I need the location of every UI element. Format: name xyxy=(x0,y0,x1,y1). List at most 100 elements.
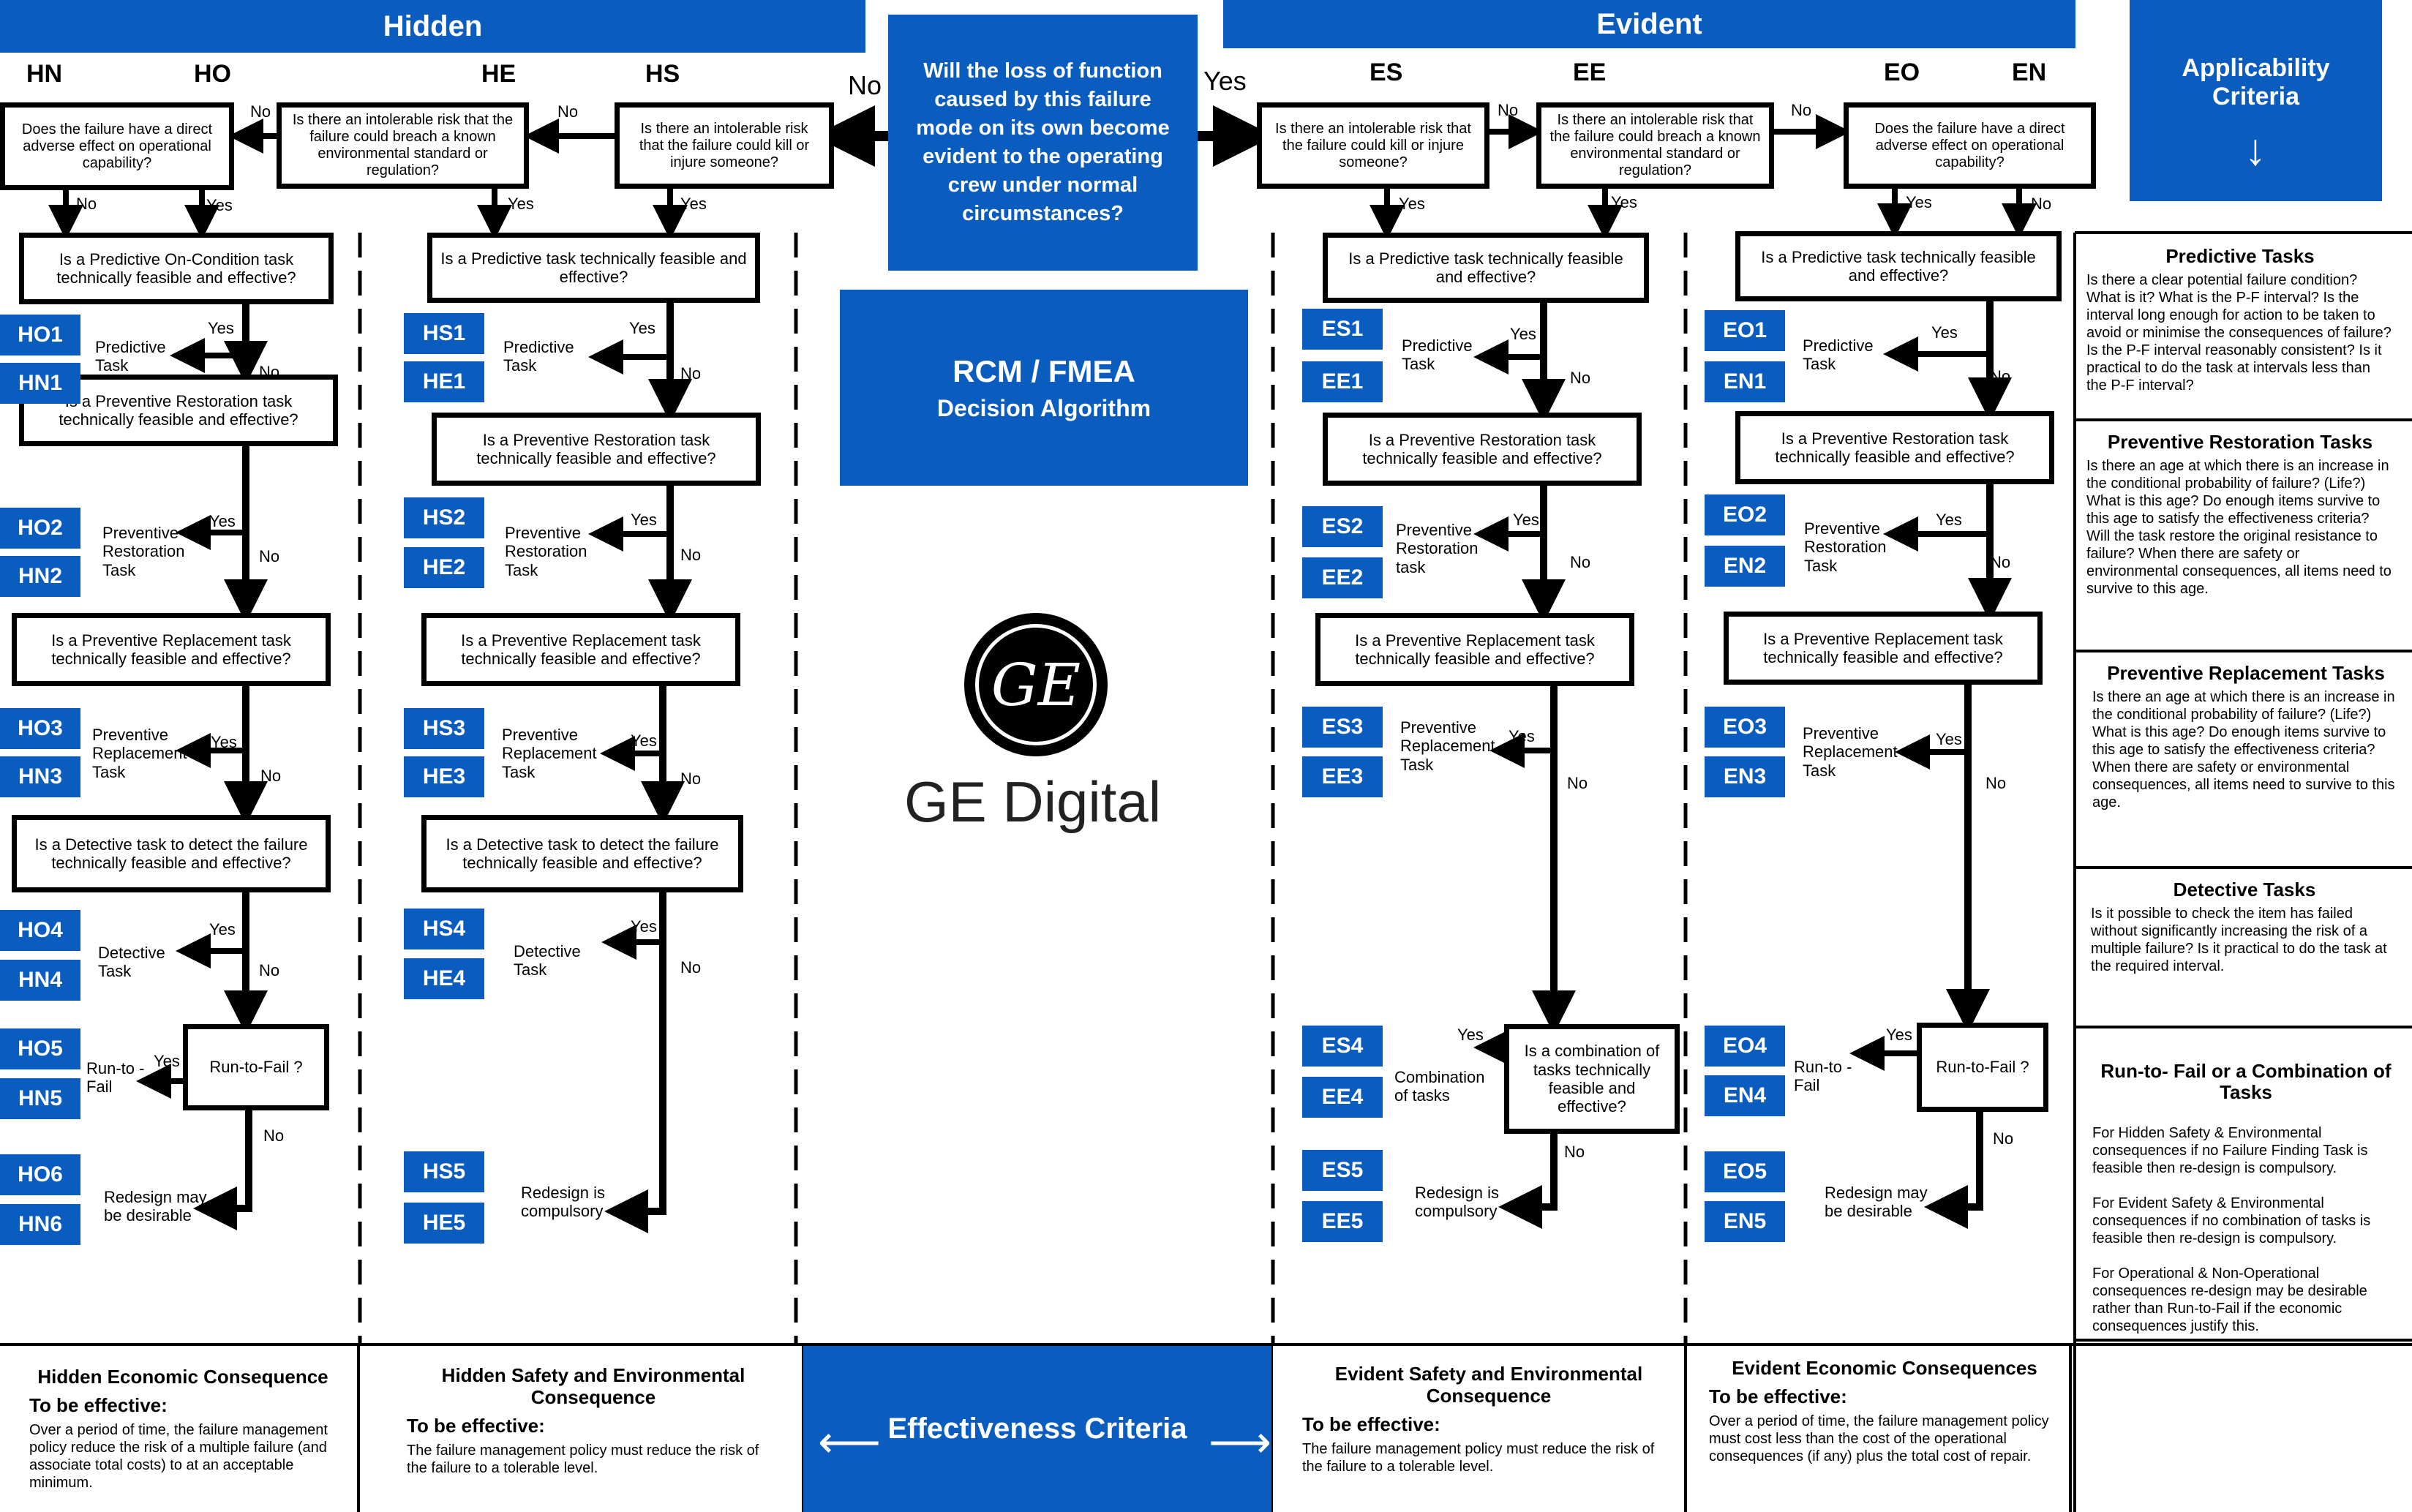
code-es4: ES4 xyxy=(1302,1026,1383,1067)
code-he2: HE2 xyxy=(404,547,484,588)
effectiveness-col-sub: To be effective: xyxy=(29,1393,168,1416)
no-label: No xyxy=(1990,553,2011,571)
ho-replacement-task: Preventive Replacement Task xyxy=(92,726,187,781)
code-he3: HE3 xyxy=(404,756,484,797)
criteria-body: Is there an age at which there is an inc… xyxy=(2086,457,2392,597)
no-label: No xyxy=(1498,101,1519,119)
code-hs1: HS1 xyxy=(404,313,484,354)
double-arrow-icon: ⟵ xyxy=(818,1418,882,1467)
connector-arrow xyxy=(193,1110,252,1230)
effectiveness-hidden-economic: Hidden Economic Consequence To be effect… xyxy=(29,1366,337,1492)
no-label: No xyxy=(259,961,280,979)
hs-replacement-question: Is a Preventive Replacement task technic… xyxy=(421,613,740,686)
no-label: No xyxy=(1570,553,1591,571)
code-eo1: EO1 xyxy=(1705,310,1785,351)
eo-run-to-fail-question: Run-to-Fail ? xyxy=(1917,1023,2048,1112)
question-he: Is there an intolerable risk that the fa… xyxy=(277,102,529,189)
eo-replacement-question: Is a Preventive Replacement task technic… xyxy=(1724,612,2043,685)
ge-digital-wordmark: GE Digital xyxy=(904,770,1162,834)
no-label: No xyxy=(557,102,579,121)
yes-label: Yes xyxy=(208,319,234,337)
no-label: No xyxy=(2031,195,2052,213)
label-eo: EO xyxy=(1884,59,1920,86)
code-eo4: EO4 xyxy=(1705,1026,1785,1067)
code-ho4: HO4 xyxy=(0,910,80,951)
question-no-label: No xyxy=(848,70,882,100)
no-label: No xyxy=(1567,774,1588,792)
code-ee5: EE5 xyxy=(1302,1201,1383,1242)
criteria-title: Predictive Tasks xyxy=(2165,245,2315,267)
no-label: No xyxy=(680,364,702,383)
eo-run-to-fail-task: Run-to - Fail xyxy=(1794,1058,1852,1095)
yes-label: Yes xyxy=(1399,195,1425,213)
code-he5: HE5 xyxy=(404,1203,484,1244)
evident-header: Evident xyxy=(1223,0,2075,48)
label-en: EN xyxy=(2012,59,2047,86)
hs-restoration-task: Preventive Restoration Task xyxy=(505,524,587,579)
code-hs5: HS5 xyxy=(404,1151,484,1192)
code-hn2: HN2 xyxy=(0,556,80,597)
criteria-replacement: Preventive Replacement Tasks Is there an… xyxy=(2092,663,2400,811)
yes-label: Yes xyxy=(211,733,237,751)
code-eo5: EO5 xyxy=(1705,1151,1785,1192)
ho-detective-task: Detective Task xyxy=(98,944,165,981)
effectiveness-hidden-safety: Hidden Safety and Environmental Conseque… xyxy=(407,1364,780,1477)
connector-arrow xyxy=(1924,1112,1983,1229)
applicability-arrow-icon: ↓ xyxy=(2244,125,2266,174)
code-he4: HE4 xyxy=(404,958,484,999)
effectiveness-col-body: The failure management policy must reduc… xyxy=(407,1442,759,1476)
criteria-title: Detective Tasks xyxy=(2173,879,2316,900)
code-ho3: HO3 xyxy=(0,708,80,749)
hs-predictive-task: Predictive Task xyxy=(503,338,574,375)
criteria-title: Preventive Restoration Tasks xyxy=(2107,431,2373,453)
es-restoration-question: Is a Preventive Restoration task technic… xyxy=(1323,413,1642,486)
ho-detective-question: Is a Detective task to detect the failur… xyxy=(12,815,331,892)
applicability-header: Applicability Criteria xyxy=(2130,0,2382,201)
code-hn4: HN4 xyxy=(0,960,80,1001)
no-label: No xyxy=(680,958,702,977)
hs-predictive-question: Is a Predictive task technically feasibl… xyxy=(427,233,760,303)
no-label: No xyxy=(260,767,282,785)
code-en2: EN2 xyxy=(1705,546,1785,587)
code-es5: ES5 xyxy=(1302,1150,1383,1191)
ge-logo-mark: GE xyxy=(964,613,1108,756)
criteria-restoration: Preventive Restoration Tasks Is there an… xyxy=(2086,432,2394,598)
label-he: HE xyxy=(481,60,516,88)
yes-label: Yes xyxy=(209,512,236,530)
hidden-header: Hidden xyxy=(0,0,865,53)
eo-predictive-task: Predictive Task xyxy=(1803,336,1874,374)
es-restoration-task: Preventive Restoration task xyxy=(1396,521,1479,576)
yes-label: Yes xyxy=(1513,511,1539,529)
no-label: No xyxy=(259,547,280,565)
yes-label: Yes xyxy=(631,917,657,936)
es-predictive-question: Is a Predictive task technically feasibl… xyxy=(1323,233,1649,303)
question-hs: Is there an intolerable risk that the fa… xyxy=(615,102,834,189)
ho-replacement-question: Is a Preventive Replacement task technic… xyxy=(12,613,331,686)
code-ho5: HO5 xyxy=(0,1028,80,1069)
es-combination-task: Combination of tasks xyxy=(1394,1068,1485,1105)
effectiveness-col-title: Evident Economic Consequences xyxy=(1732,1357,2037,1379)
no-label: No xyxy=(680,546,702,564)
code-eo2: EO2 xyxy=(1705,494,1785,535)
effectiveness-evident-safety: Evident Safety and Environmental Consequ… xyxy=(1302,1363,1675,1475)
code-ho6: HO6 xyxy=(0,1154,80,1195)
ge-logo-ring: GE xyxy=(975,624,1097,745)
code-ee1: EE1 xyxy=(1302,361,1383,402)
yes-label: Yes xyxy=(1611,193,1637,211)
ho-redesign: Redesign may be desirable xyxy=(104,1188,207,1225)
code-ee3: EE3 xyxy=(1302,756,1383,797)
hs-redesign: Redesign is compulsory xyxy=(521,1184,605,1221)
eo-redesign: Redesign may be desirable xyxy=(1825,1184,1928,1221)
code-es3: ES3 xyxy=(1302,707,1383,748)
label-ho: HO xyxy=(194,60,231,88)
code-hs3: HS3 xyxy=(404,708,484,749)
code-en4: EN4 xyxy=(1705,1075,1785,1116)
yes-label: Yes xyxy=(1931,323,1958,342)
label-hs: HS xyxy=(645,60,680,88)
es-combination-question: Is a combination of tasks technically fe… xyxy=(1504,1024,1680,1134)
effectiveness-evident-economic: Evident Economic Consequences To be effe… xyxy=(1709,1357,2060,1465)
effectiveness-title: Effectiveness Criteria xyxy=(887,1413,1187,1445)
yes-label: Yes xyxy=(154,1052,180,1070)
